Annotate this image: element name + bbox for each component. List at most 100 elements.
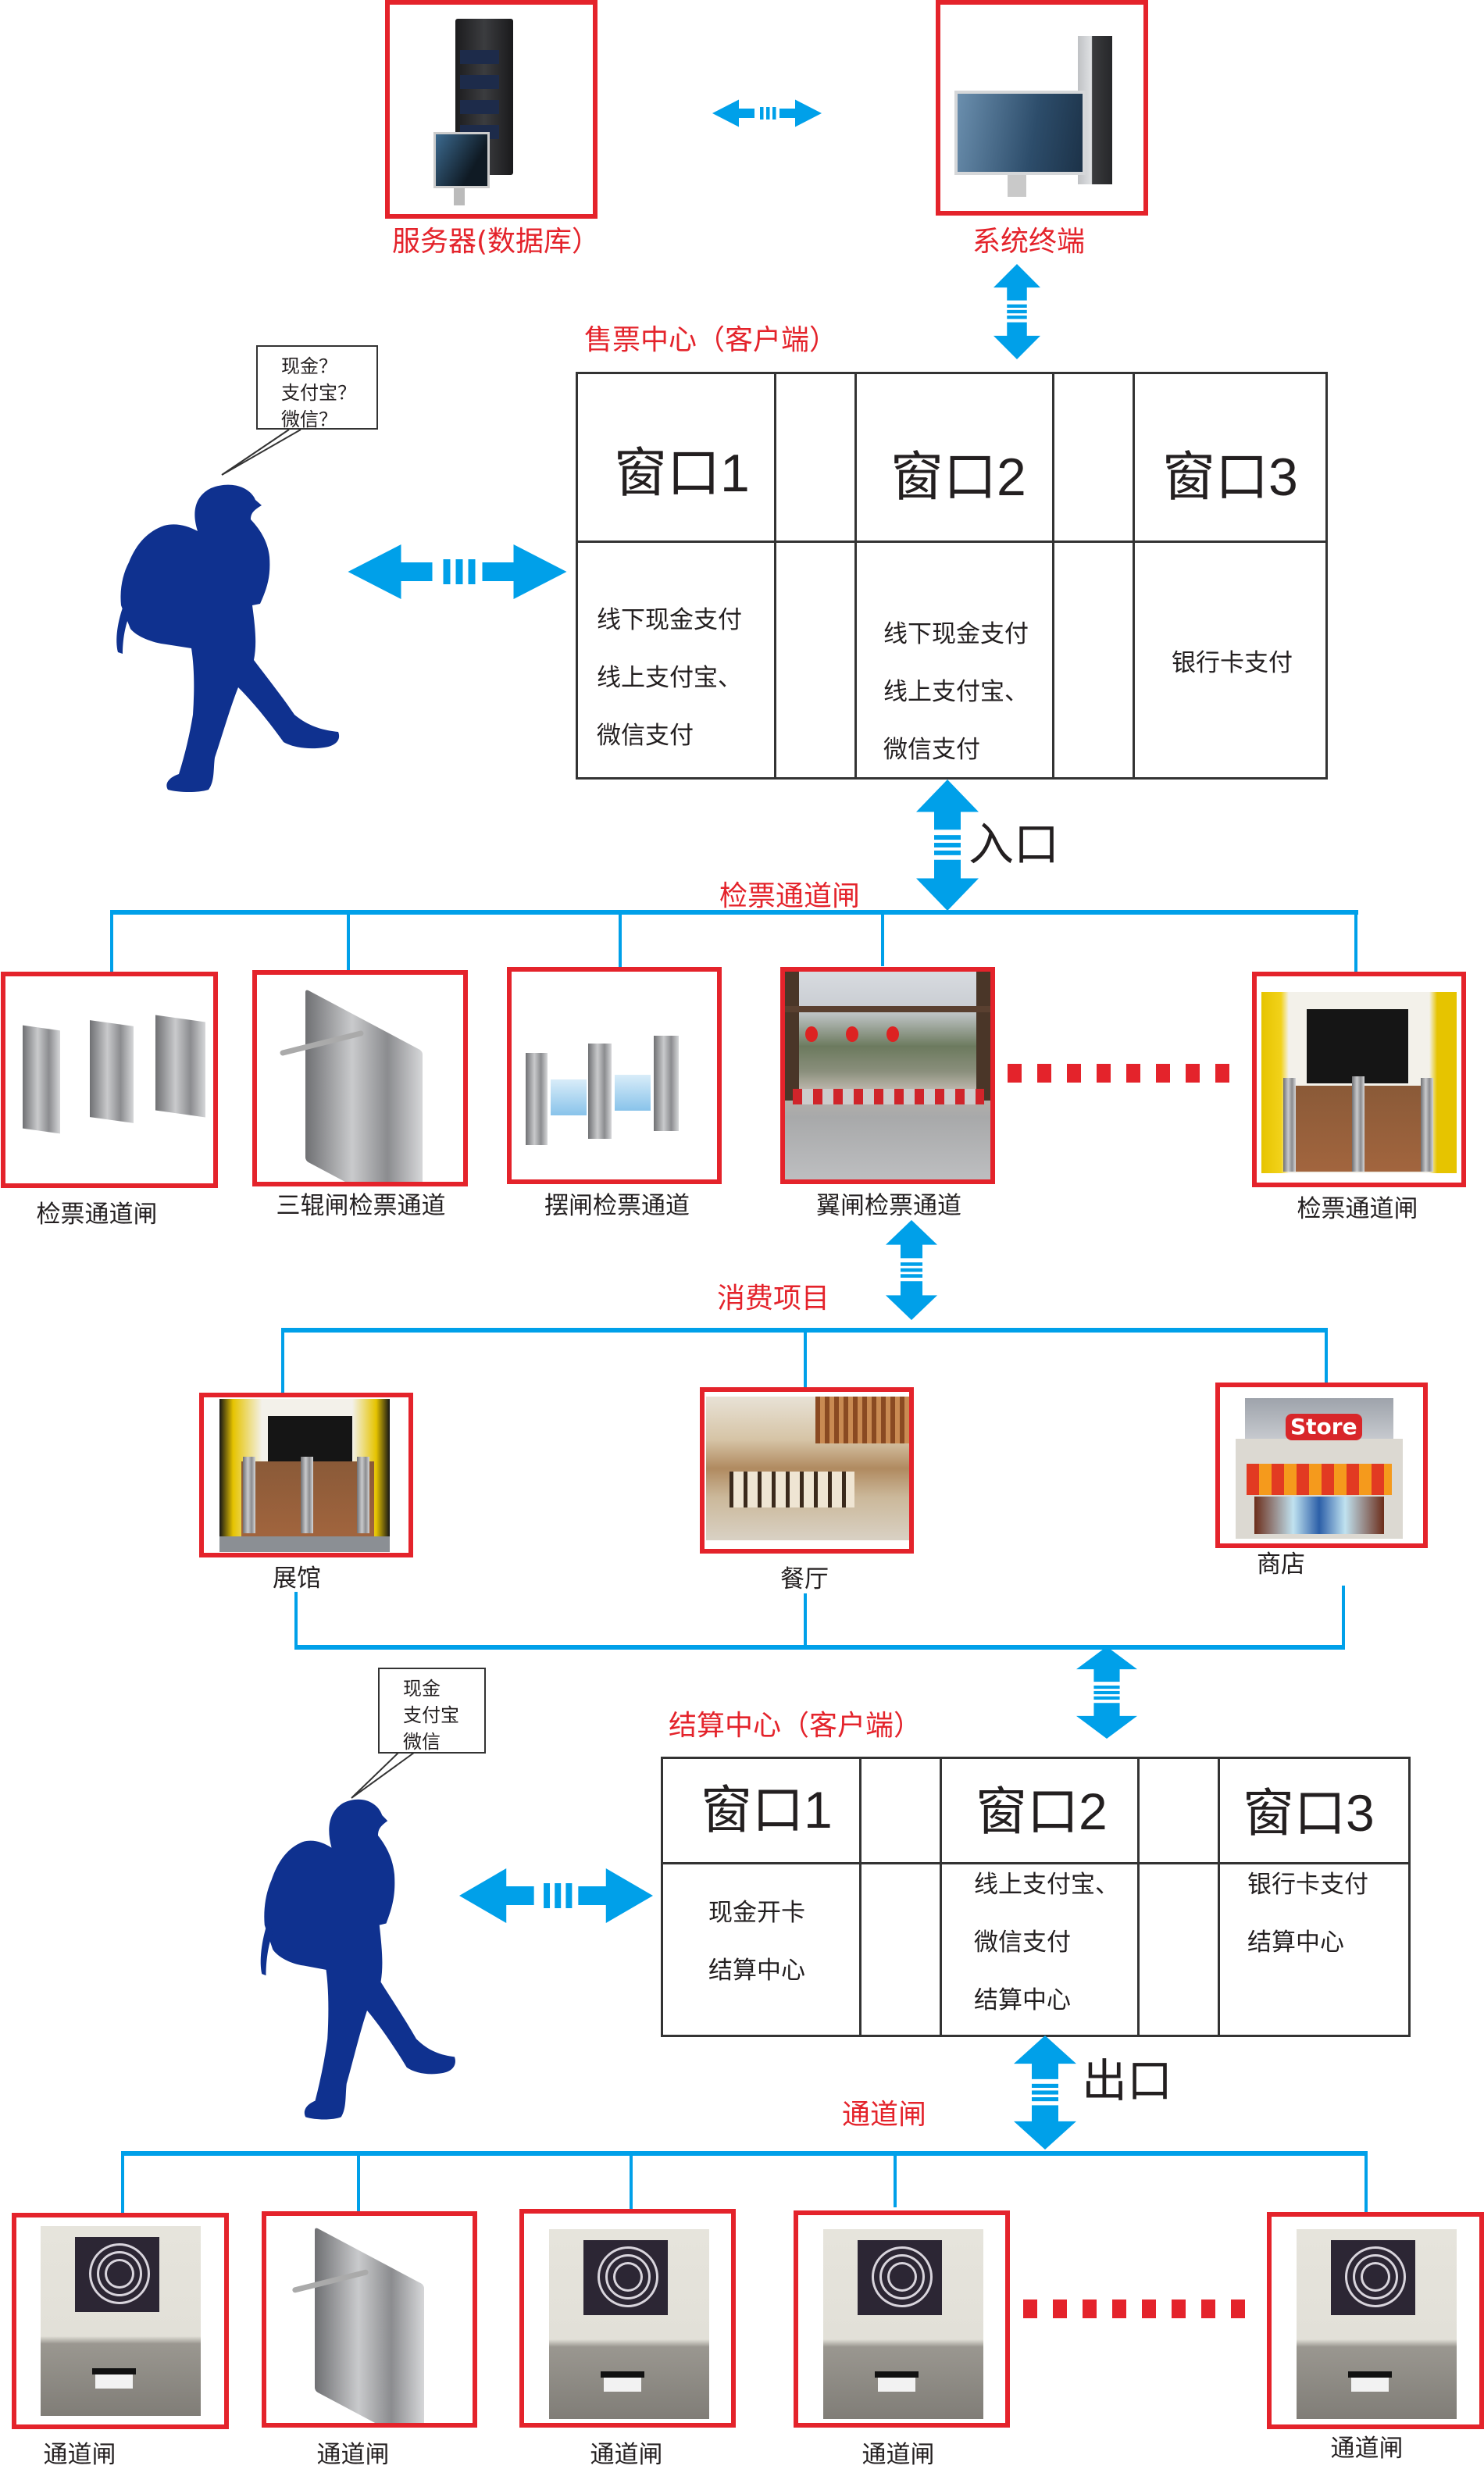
ticket-window-1-header: 窗口1	[614, 443, 750, 505]
bubble-pointer	[221, 429, 301, 476]
exit-gate-2-frame	[262, 2211, 477, 2428]
entry-gate-3-label: 摆闸检票通道	[544, 1192, 690, 1220]
terminal-ticket-double-arrow-icon	[993, 264, 1040, 359]
exit-gate-1-frame	[12, 2213, 229, 2429]
restaurant-frame	[700, 1387, 914, 1554]
settlement-window-2-header: 窗口2	[976, 1782, 1108, 1842]
bus-drop	[1354, 910, 1357, 972]
bus-drop	[294, 1592, 298, 1648]
monitor-icon	[433, 132, 490, 188]
settlement-window-3-header: 窗口3	[1243, 1783, 1375, 1843]
ticket-window-1-methods: 线下现金支付 线上支付宝、 微信支付	[597, 606, 742, 750]
entry-gate-4-frame	[780, 967, 995, 1184]
settlement-window-3-methods: 银行卡支付 结算中心	[1247, 1871, 1368, 1957]
settlement-window-table: 窗口1 窗口2 窗口3 现金开卡 结算中心 线上支付宝、 微信支付 结算中心 银…	[661, 1757, 1411, 2037]
consumption-title: 消费项目	[717, 1283, 830, 1315]
rfid-reader-icon	[75, 2230, 163, 2317]
entry-gate-4-label: 翼闸检票通道	[816, 1192, 961, 1220]
bus-drop	[894, 2151, 897, 2207]
restaurant-photo	[706, 1397, 909, 1540]
ticket-window-table: 窗口1 窗口2 窗口3 线下现金支付 线上支付宝、 微信支付 线下现金支付 线上…	[576, 372, 1328, 780]
bus-drop	[110, 910, 113, 972]
exhibition-frame	[199, 1393, 413, 1557]
bus-drop	[881, 910, 884, 966]
visitor-settlement-double-arrow-icon	[459, 1868, 653, 1923]
bubble-pointer	[351, 1752, 415, 1799]
terminal-monitor-icon	[954, 91, 1086, 175]
bus-drop	[121, 2151, 124, 2214]
settlement-window-1-methods: 现金开卡 结算中心	[708, 1899, 805, 1985]
consumption-settlement-double-arrow-icon	[1076, 1647, 1137, 1739]
settlement-visitor-silhouette-icon	[258, 1738, 476, 2128]
entry-gate-2-frame	[252, 970, 468, 1186]
exit-gates-bus-line	[121, 2151, 1368, 2156]
visitor-silhouette-icon	[113, 426, 363, 801]
ticket-window-3-header: 窗口3	[1162, 447, 1298, 508]
more-exit-gates-ellipsis	[1023, 2300, 1251, 2318]
bus-drop	[630, 2151, 633, 2209]
bus-drop	[1342, 1586, 1345, 1648]
tripod-turnstile-icon	[305, 989, 423, 1182]
scenic-entrance-photo	[785, 972, 990, 1179]
consumption-bottom-bus-line	[294, 1645, 1345, 1650]
more-gates-ellipsis	[1008, 1064, 1236, 1083]
gates-consumption-double-arrow-icon	[886, 1220, 937, 1320]
terminal-image-frame	[936, 0, 1148, 216]
server-label: 服务器(数据库）	[392, 226, 601, 258]
bus-drop	[804, 1593, 807, 1648]
visitor-ticket-double-arrow-icon	[347, 544, 568, 599]
settlement-center-title: 结算中心（客户端）	[669, 1710, 922, 1742]
exit-label: 出口	[1082, 2054, 1173, 2107]
ticket-window-2-methods: 线下现金支付 线上支付宝、 微信支付	[883, 620, 1029, 764]
settlement-window-1-header: 窗口1	[701, 1780, 833, 1840]
entry-gate-5-frame	[1252, 972, 1466, 1187]
flap-gate-icon	[23, 1025, 60, 1134]
exit-gates-title: 通道闸	[842, 2099, 927, 2131]
server-terminal-double-arrow-icon	[712, 86, 822, 141]
bus-drop	[357, 2151, 360, 2212]
entrance-label: 入口	[969, 818, 1060, 871]
rfid-wave-icon	[858, 2233, 946, 2321]
rfid-gate-photo	[41, 2226, 201, 2416]
tripod-turnstile-icon	[315, 2227, 424, 2423]
rfid-reader-icon	[858, 2233, 946, 2321]
exit-double-arrow-icon	[1014, 2035, 1076, 2150]
store-sign: Store	[1286, 1414, 1362, 1440]
settlement-window-2-methods: 线上支付宝、 微信支付 结算中心	[974, 1871, 1119, 2014]
rfid-gate-photo	[549, 2229, 709, 2419]
store-illustration: Store	[1231, 1398, 1407, 1540]
rfid-wave-icon	[1332, 2233, 1419, 2321]
exit-gate-5-label: 通道闸	[1330, 2435, 1404, 2463]
rfid-gate-photo	[1297, 2229, 1457, 2419]
exit-gate-5-frame	[1267, 2212, 1484, 2429]
exit-gate-3-frame	[519, 2209, 736, 2428]
exit-gate-4-frame	[794, 2210, 1010, 2428]
exit-gate-1-label: 通道闸	[43, 2441, 116, 2469]
exhibition-label: 展馆	[273, 1565, 321, 1593]
entry-gates-title: 检票通道闸	[719, 880, 861, 912]
exit-gate-2-label: 通道闸	[316, 2441, 390, 2469]
bus-drop	[1364, 2151, 1368, 2214]
bus-drop	[281, 1328, 284, 1393]
exhibition-photo	[219, 1399, 390, 1552]
rfid-wave-icon	[584, 2233, 672, 2321]
bus-drop	[1325, 1328, 1328, 1383]
entry-gate-2-label: 三辊闸检票通道	[276, 1192, 446, 1220]
entry-gate-1-frame	[1, 972, 218, 1188]
bus-drop	[619, 910, 622, 971]
museum-gate-photo	[1261, 992, 1457, 1173]
entry-gates-bus-line	[110, 910, 1358, 915]
rfid-reader-icon	[1331, 2233, 1419, 2321]
entry-gate-1-label: 检票通道闸	[36, 1201, 158, 1229]
settlement-payment-bubble: 现金 支付宝 微信	[378, 1668, 486, 1754]
terminal-label: 系统终端	[972, 226, 1086, 258]
entry-gate-5-label: 检票通道闸	[1297, 1195, 1418, 1223]
rfid-gate-photo	[823, 2229, 983, 2419]
rfid-reader-icon	[583, 2233, 672, 2321]
entry-gate-3-frame	[507, 967, 722, 1184]
payment-question-bubble: 现金？ 支付宝？ 微信？	[256, 345, 378, 430]
bus-drop	[804, 1328, 807, 1387]
rfid-wave-icon	[76, 2230, 163, 2317]
store-label: 商店	[1257, 1550, 1305, 1579]
store-frame: Store	[1215, 1383, 1428, 1548]
